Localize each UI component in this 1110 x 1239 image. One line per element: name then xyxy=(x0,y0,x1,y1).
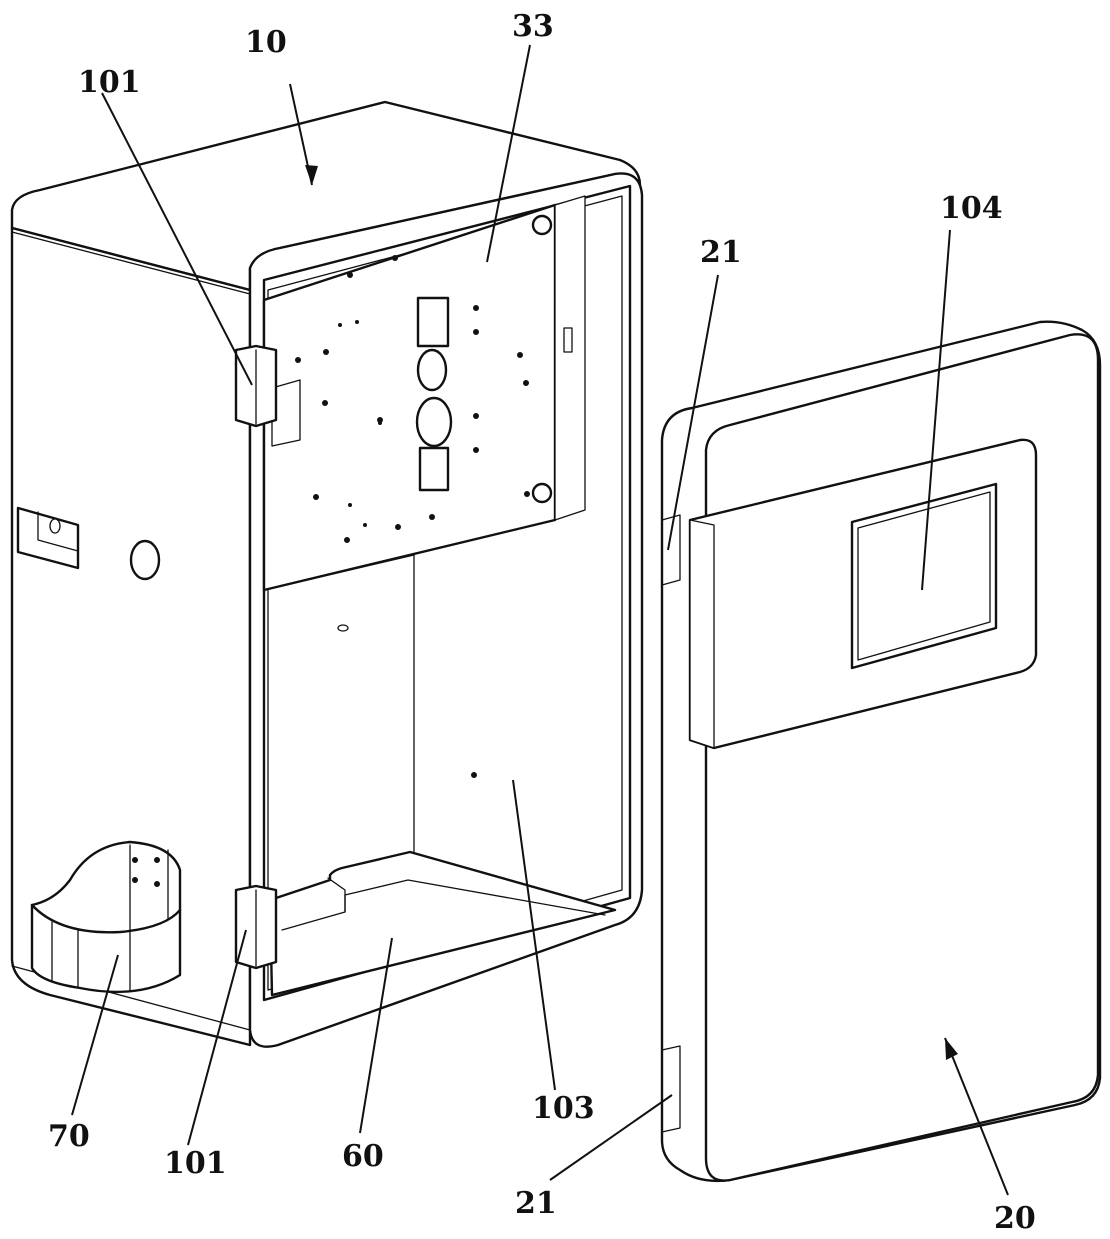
door xyxy=(660,320,1102,1183)
plate-window-2 xyxy=(418,446,450,492)
plate-hole-2 xyxy=(415,396,453,448)
label-101-bottom: 101 xyxy=(164,1146,227,1181)
label-101-top: 101 xyxy=(78,65,141,100)
side-edge-line xyxy=(11,231,251,295)
leader-104 xyxy=(921,229,951,591)
arrow-20 xyxy=(945,1038,958,1060)
plate-hole-1 xyxy=(416,348,448,392)
side-recess-hole xyxy=(49,518,61,534)
plate-dots xyxy=(295,255,530,543)
plate-screw-top xyxy=(531,214,553,236)
plate-screw-bottom xyxy=(531,482,553,504)
cup-holder xyxy=(30,840,182,994)
label-21-bottom: 21 xyxy=(515,1186,557,1221)
leader-60 xyxy=(359,937,393,1134)
label-70: 70 xyxy=(48,1119,90,1154)
leader-20 xyxy=(944,1037,1009,1196)
label-10: 10 xyxy=(245,25,287,60)
label-20: 20 xyxy=(994,1201,1036,1236)
label-33: 33 xyxy=(512,9,554,44)
reference-labels: 10 33 101 104 21 103 70 101 60 21 20 xyxy=(48,9,1036,1236)
label-60: 60 xyxy=(342,1139,384,1174)
leader-101-top xyxy=(101,92,253,386)
leader-21-top xyxy=(667,274,719,551)
rail-slot xyxy=(563,327,573,353)
label-104: 104 xyxy=(940,191,1003,226)
leaders xyxy=(71,44,1009,1196)
hinge-top xyxy=(234,344,278,428)
side-round-hole xyxy=(129,539,161,581)
bottom-tray xyxy=(268,850,617,997)
arrow-10 xyxy=(305,165,318,185)
holder-body xyxy=(30,840,182,994)
cabinet-side-face xyxy=(10,226,252,1047)
cavity-hole xyxy=(337,624,349,632)
leader-101-bottom xyxy=(187,929,247,1146)
leader-33 xyxy=(486,44,531,263)
display-panel-side xyxy=(689,519,715,749)
plate-bracket xyxy=(271,379,301,447)
side-knockout xyxy=(16,506,80,570)
tray-body xyxy=(268,850,617,997)
door-hinge-notches xyxy=(661,439,681,1133)
plate-side-rail xyxy=(554,195,586,521)
leader-21-bottom xyxy=(549,1094,673,1181)
cavity-dot xyxy=(471,772,477,778)
leader-70 xyxy=(71,954,119,1116)
plate-window-1 xyxy=(416,296,450,348)
tray-corner xyxy=(327,877,346,913)
side-recess xyxy=(16,506,80,570)
side-recess-inner xyxy=(37,511,79,552)
door-front-face xyxy=(704,333,1100,1182)
hinge-bottom xyxy=(234,884,278,970)
label-103: 103 xyxy=(532,1091,595,1126)
label-21-top: 21 xyxy=(700,235,742,270)
display-screen-inner xyxy=(857,491,991,661)
leader-103 xyxy=(512,779,556,1091)
mounting-plate xyxy=(262,195,586,592)
